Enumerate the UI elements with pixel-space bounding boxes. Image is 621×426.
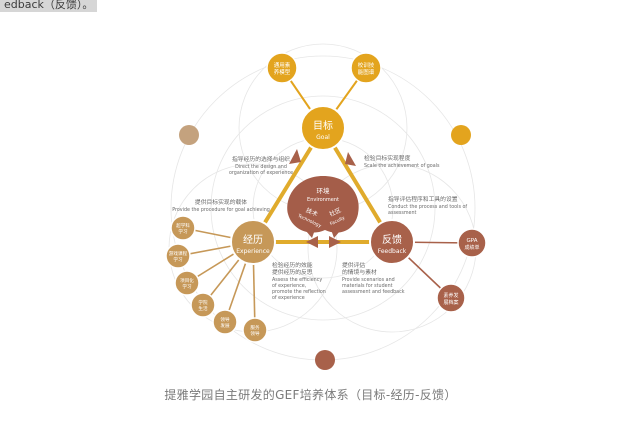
annotation-top-right: 检验目标实现程度 Scale the achievement of goals	[364, 154, 440, 169]
experience-satellite-1-line2: 学习	[178, 228, 188, 235]
experience-satellite-2: 游戏课程 学习	[165, 243, 191, 269]
goal-satellite-1: 通用素 养模型	[266, 52, 298, 84]
goal-satellite-2-line1: 校训技	[358, 61, 375, 69]
experience-satellite-1-circle	[170, 215, 196, 241]
annotation-mid-right-en1: Conduct the process and tools of	[388, 204, 467, 210]
annotation-top-left: 指导经历的选择与组织 Direct the design and organiz…	[229, 155, 293, 176]
experience-satellite-1-line1: 超学科	[176, 222, 190, 229]
feedback-satellite-2: 素养发 展档案	[436, 283, 466, 313]
annotation-bottom-left-en4: of experience	[272, 295, 305, 301]
triangle-arrows	[289, 149, 356, 248]
goal-node-cn: 目标	[313, 120, 333, 132]
goal-node: 目标 Goal	[300, 105, 346, 151]
experience-satellite-4: 学院 生活	[190, 292, 216, 318]
annotation-bottom-right: 提供评估 的情境与素材 Provide scenarios and materi…	[342, 261, 405, 295]
environment-arrow-right	[329, 224, 340, 238]
environment-title-en: Environment	[307, 197, 339, 203]
gef-triangle	[251, 126, 394, 244]
annotation-bottom-right-en2: materials for student	[342, 283, 393, 289]
feedback-node-circle	[369, 219, 415, 265]
experience-node-circle	[230, 219, 276, 265]
annotation-mid-left: 提供目标实现的载体 Provide the procedure for goal…	[172, 198, 270, 213]
annotation-mid-right: 指导评估程序和工具的设置 Conduct the process and too…	[388, 195, 467, 216]
annotation-mid-right-cn: 指导评估程序和工具的设置	[388, 195, 458, 203]
goal-satellite-1-circle	[266, 52, 298, 84]
goal-node-circle	[300, 105, 346, 151]
annotation-bottom-right-cn2: 的情境与素材	[342, 268, 377, 276]
experience-node-en: Experience	[236, 248, 270, 255]
feedback-satellite-2-line1: 素养发	[443, 292, 458, 299]
experience-satellite-6-circle	[242, 317, 268, 343]
environment-arrow-left	[306, 224, 317, 238]
experience-satellite-5-circle	[212, 309, 238, 335]
feedback-node: 反馈 Feedback	[369, 219, 415, 265]
annotation-bottom-right-en1: Provide scenarios and	[342, 277, 395, 283]
experience-satellite-1: 超学科 学习	[170, 215, 196, 241]
experience-satellite-5: 领导 发展	[212, 309, 238, 335]
environment-center: 环境 Environment 技术 Technology 社区 Faculty	[287, 176, 359, 238]
goal-satellite-2: 校训技 能图谱	[350, 52, 382, 84]
arrow-feedback-to-experience	[306, 236, 318, 248]
feedback-satellite-2-circle	[436, 283, 466, 313]
experience-satellite-6-line1: 服务	[250, 324, 260, 331]
decor-dot-bottom	[315, 350, 335, 370]
goal-satellite-1-line2: 养模型	[274, 68, 291, 76]
goal-satellite-1-line1: 通用素	[274, 61, 291, 69]
annotation-bottom-left-en3: promote the reflection	[272, 289, 326, 295]
feedback-satellite-1: GPA 成绩单	[457, 228, 487, 258]
experience-satellite-6-line2: 领导	[250, 330, 260, 337]
arrow-goal-to-experience	[289, 149, 301, 164]
annotation-bottom-right-cn1: 提供评估	[342, 261, 365, 269]
annotation-bottom-left-en2: of experience,	[272, 283, 307, 289]
experience-satellite-5-line2: 发展	[220, 322, 230, 329]
environment-title-cn: 环境	[317, 186, 331, 195]
annotation-mid-right-en2: assessment	[388, 210, 417, 216]
feedback-node-en: Feedback	[378, 248, 407, 255]
experience-satellite-4-line1: 学院	[198, 299, 208, 306]
figure-caption: 提雅学园自主研发的GEF培养体系（目标-经历-反馈）	[164, 388, 457, 402]
feedback-node-cn: 反馈	[382, 233, 402, 246]
environment-shape	[287, 176, 359, 233]
annotation-top-right-en1: Scale the achievement of goals	[364, 163, 440, 169]
decor-dot-right	[451, 125, 471, 145]
annotation-bottom-left: 检验经历的效能 提供经历的反思 Assess the efficiency of…	[272, 261, 326, 301]
annotation-bottom-left-cn2: 提供经历的反思	[272, 268, 313, 276]
annotation-bottom-right-en3: assessment and feedback	[342, 289, 405, 295]
arrow-feedback-to-goal	[345, 152, 356, 166]
experience-satellite-5-line1: 领导	[220, 316, 230, 323]
annotation-top-left-cn: 指导经历的选择与组织	[232, 155, 290, 163]
goal-node-en: Goal	[316, 134, 330, 141]
annotation-bottom-left-en1: Assess the efficiency	[272, 277, 322, 283]
annotation-mid-left-cn: 提供目标实现的载体	[195, 198, 247, 206]
experience-satellite-4-line2: 生活	[198, 305, 208, 312]
feedback-satellite-2-line2: 展档案	[443, 299, 458, 306]
experience-satellite-2-line2: 学习	[173, 256, 183, 263]
annotation-top-right-cn: 检验目标实现程度	[364, 154, 411, 162]
experience-satellite-3-line1: 项目化	[180, 277, 194, 284]
experience-satellite-3-line2: 学习	[182, 283, 192, 290]
goal-satellite-2-circle	[350, 52, 382, 84]
annotation-top-left-en2: organization of experience	[229, 170, 293, 176]
annotation-top-left-en1: Direct the design and	[235, 164, 287, 170]
feedback-satellite-1-line1: GPA	[467, 238, 478, 244]
middle-ring	[210, 95, 436, 321]
feedback-satellite-1-line2: 成绩单	[464, 244, 479, 251]
previous-text-fragment: edback（反馈）。	[0, 0, 98, 12]
experience-satellite-3: 项目化 学习	[174, 270, 200, 296]
decor-dot-left	[179, 125, 199, 145]
experience-satellite-3-circle	[174, 270, 200, 296]
goal-satellite-2-line2: 能图谱	[358, 68, 375, 76]
arrow-experience-to-feedback	[329, 236, 341, 248]
annotation-bottom-left-cn1: 检验经历的效能	[272, 261, 313, 269]
experience-satellite-4-circle	[190, 292, 216, 318]
experience-satellite-2-circle	[165, 243, 191, 269]
experience-satellite-2-line1: 游戏课程	[169, 250, 188, 257]
feedback-satellite-1-circle	[457, 228, 487, 258]
experience-node-cn: 经历	[243, 233, 263, 246]
experience-node: 经历 Experience	[230, 219, 276, 265]
annotation-mid-left-en1: Provide the procedure for goal achieving	[172, 207, 270, 213]
experience-satellite-6: 服务 领导	[242, 317, 268, 343]
